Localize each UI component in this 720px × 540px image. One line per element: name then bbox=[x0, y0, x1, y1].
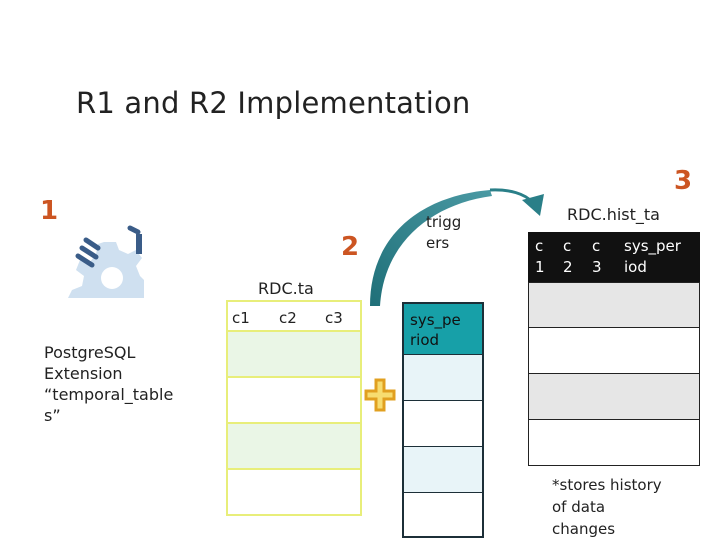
hist-column-header-line: 1 bbox=[535, 258, 545, 276]
hist-column-header-line: c bbox=[535, 237, 544, 255]
sys-period-column bbox=[402, 302, 484, 538]
trigger-label-line: ers bbox=[426, 234, 450, 252]
hist-table-name: RDC.hist_ta bbox=[567, 205, 660, 224]
trigger-label-line: trigg bbox=[426, 213, 462, 231]
history-note: *stores history of data changes bbox=[552, 474, 662, 540]
hist-column-header-line: 2 bbox=[563, 258, 573, 276]
hist-column-header: c 3 bbox=[592, 236, 602, 278]
hist-table-row bbox=[528, 282, 700, 328]
gear-icon bbox=[64, 220, 144, 298]
step-number-2: 2 bbox=[341, 232, 360, 262]
rdc-table-row bbox=[228, 378, 360, 424]
hist-table-header-row bbox=[528, 232, 700, 282]
extension-label-line: “temporal_table bbox=[44, 385, 174, 404]
hist-table-row bbox=[528, 374, 700, 420]
hist-column-header-line: 3 bbox=[592, 258, 602, 276]
rdc-table-name-line: RDC.ta bbox=[258, 279, 314, 298]
hist-column-header-line: c bbox=[592, 237, 601, 255]
hist-column-header-line: sys_per bbox=[624, 237, 681, 255]
history-note-line: *stores history bbox=[552, 476, 662, 494]
sys-period-row bbox=[404, 400, 482, 446]
history-note-line: changes bbox=[552, 520, 616, 538]
rdc-column-header: c2 bbox=[279, 309, 297, 327]
sys-period-header-label: sys_pe riod bbox=[410, 310, 461, 350]
curved-arrow-icon bbox=[340, 176, 580, 316]
rdc-table bbox=[226, 300, 362, 516]
trigger-label: trigg ers bbox=[426, 212, 461, 254]
hist-column-header: c 2 bbox=[563, 236, 573, 278]
plus-icon bbox=[364, 378, 396, 412]
sys-period-header-line: sys_pe bbox=[410, 311, 461, 329]
extension-label: PostgreSQL Extension “temporal_table s” bbox=[44, 342, 173, 426]
hist-table-row bbox=[528, 420, 700, 466]
page-title: R1 and R2 Implementation bbox=[76, 86, 471, 120]
sys-period-header-line: riod bbox=[410, 331, 440, 349]
extension-label-line: Extension bbox=[44, 364, 123, 383]
extension-label-line: PostgreSQL bbox=[44, 343, 136, 362]
history-note-line: of data bbox=[552, 498, 606, 516]
rdc-table-header-row bbox=[228, 302, 360, 332]
hist-column-header: sys_per iod bbox=[624, 236, 681, 278]
hist-column-header-line: iod bbox=[624, 258, 647, 276]
rdc-column-header: c3 bbox=[325, 309, 343, 327]
rdc-column-header: c1 bbox=[232, 309, 250, 327]
rdc-table-row bbox=[228, 424, 360, 470]
rdc-table-row bbox=[228, 470, 360, 514]
sys-period-row bbox=[404, 492, 482, 536]
step-number-3: 3 bbox=[674, 166, 693, 196]
hist-table-row bbox=[528, 328, 700, 374]
hist-column-header: c 1 bbox=[535, 236, 545, 278]
extension-label-line: s” bbox=[44, 406, 61, 425]
hist-table bbox=[528, 232, 700, 466]
step-number-1: 1 bbox=[40, 196, 59, 226]
sys-period-row bbox=[404, 446, 482, 492]
sys-period-header bbox=[404, 304, 482, 354]
sys-period-row bbox=[404, 354, 482, 400]
rdc-table-row bbox=[228, 332, 360, 378]
hist-column-header-line: c bbox=[563, 237, 572, 255]
